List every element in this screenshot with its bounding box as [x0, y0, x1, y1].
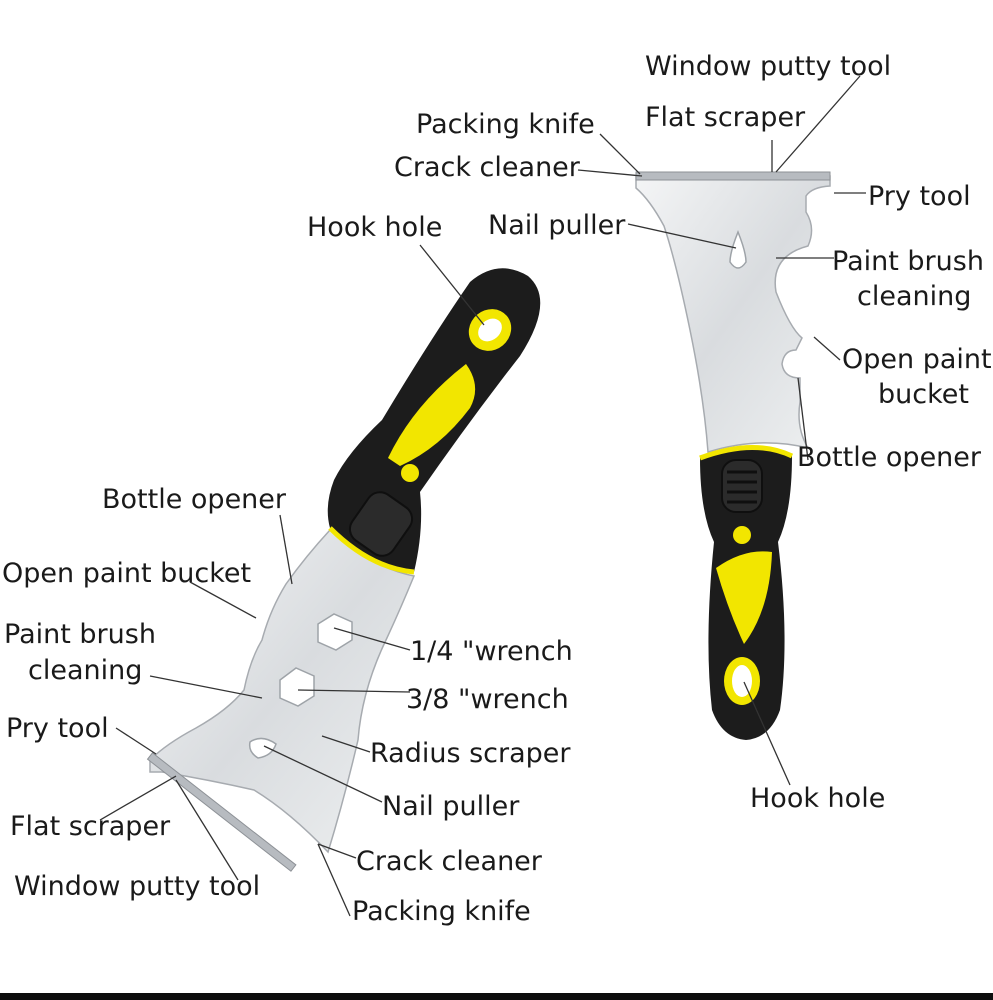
right-tool	[635, 171, 831, 740]
label-three-eighths-wrench: 3/8 "wrench	[406, 684, 569, 715]
left-tool-nail-hole	[248, 737, 277, 759]
label-paint-brush-cleaning-left-1: Paint brush	[4, 619, 156, 650]
label-paint-brush-cleaning-right-2: cleaning	[857, 281, 971, 312]
right-tool-blade	[635, 175, 831, 453]
right-tool-grip-pad	[721, 459, 763, 513]
right-tool-yellow-grip	[716, 551, 772, 644]
right-tool-collar	[699, 445, 794, 461]
label-packing-knife-right: Packing knife	[416, 109, 595, 140]
leader-lines	[99, 75, 866, 917]
label-flat-scraper-left: Flat scraper	[10, 811, 171, 842]
label-pry-tool-right: Pry tool	[868, 181, 971, 212]
left-tool-quarter-wrench-hole	[317, 613, 353, 651]
label-radius-scraper: Radius scraper	[370, 738, 571, 769]
label-crack-cleaner-right: Crack cleaner	[394, 152, 581, 183]
label-paint-brush-cleaning-left-2: cleaning	[28, 655, 142, 686]
left-tool-three-eighths-wrench-hole	[279, 667, 315, 707]
right-tool-nail-hole	[729, 229, 747, 269]
left-tool-labels: Bottle opener Open paint bucket Paint br…	[2, 484, 573, 927]
left-tool-dot	[401, 464, 419, 482]
label-quarter-wrench: 1/4 "wrench	[410, 636, 573, 667]
label-packing-knife-left: Packing knife	[352, 896, 531, 927]
label-nail-puller-left: Nail puller	[382, 791, 520, 822]
right-tool-labels: Window putty tool Packing knife Flat scr…	[307, 51, 992, 814]
label-window-putty-tool-left: Window putty tool	[14, 871, 260, 902]
label-bottle-opener-right: Bottle opener	[797, 442, 982, 473]
label-hook-hole-top: Hook hole	[307, 212, 442, 243]
label-window-putty-tool-right: Window putty tool	[645, 51, 891, 82]
right-tool-dot	[733, 526, 751, 544]
label-crack-cleaner-left: Crack cleaner	[356, 846, 543, 877]
left-tool-collar	[328, 526, 415, 575]
bottom-border	[0, 993, 993, 1000]
label-pry-tool-left: Pry tool	[6, 713, 109, 744]
left-tool-yellow-grip	[388, 364, 476, 466]
label-hook-hole-bottom: Hook hole	[750, 783, 885, 814]
label-open-paint-bucket-right-2: bucket	[878, 379, 969, 410]
label-bottle-opener-left: Bottle opener	[102, 484, 287, 515]
left-tool-blade-edge	[146, 752, 297, 872]
label-open-paint-bucket-right-1: Open paint	[842, 344, 992, 375]
label-paint-brush-cleaning-right-1: Paint brush	[832, 246, 984, 277]
label-flat-scraper-right: Flat scraper	[645, 102, 806, 133]
label-open-paint-bucket-left: Open paint bucket	[2, 558, 251, 589]
left-tool-grip-pad	[348, 491, 414, 557]
left-tool	[146, 268, 541, 872]
label-nail-puller-right: Nail puller	[488, 210, 626, 241]
right-tool-blade-edge	[635, 171, 831, 181]
